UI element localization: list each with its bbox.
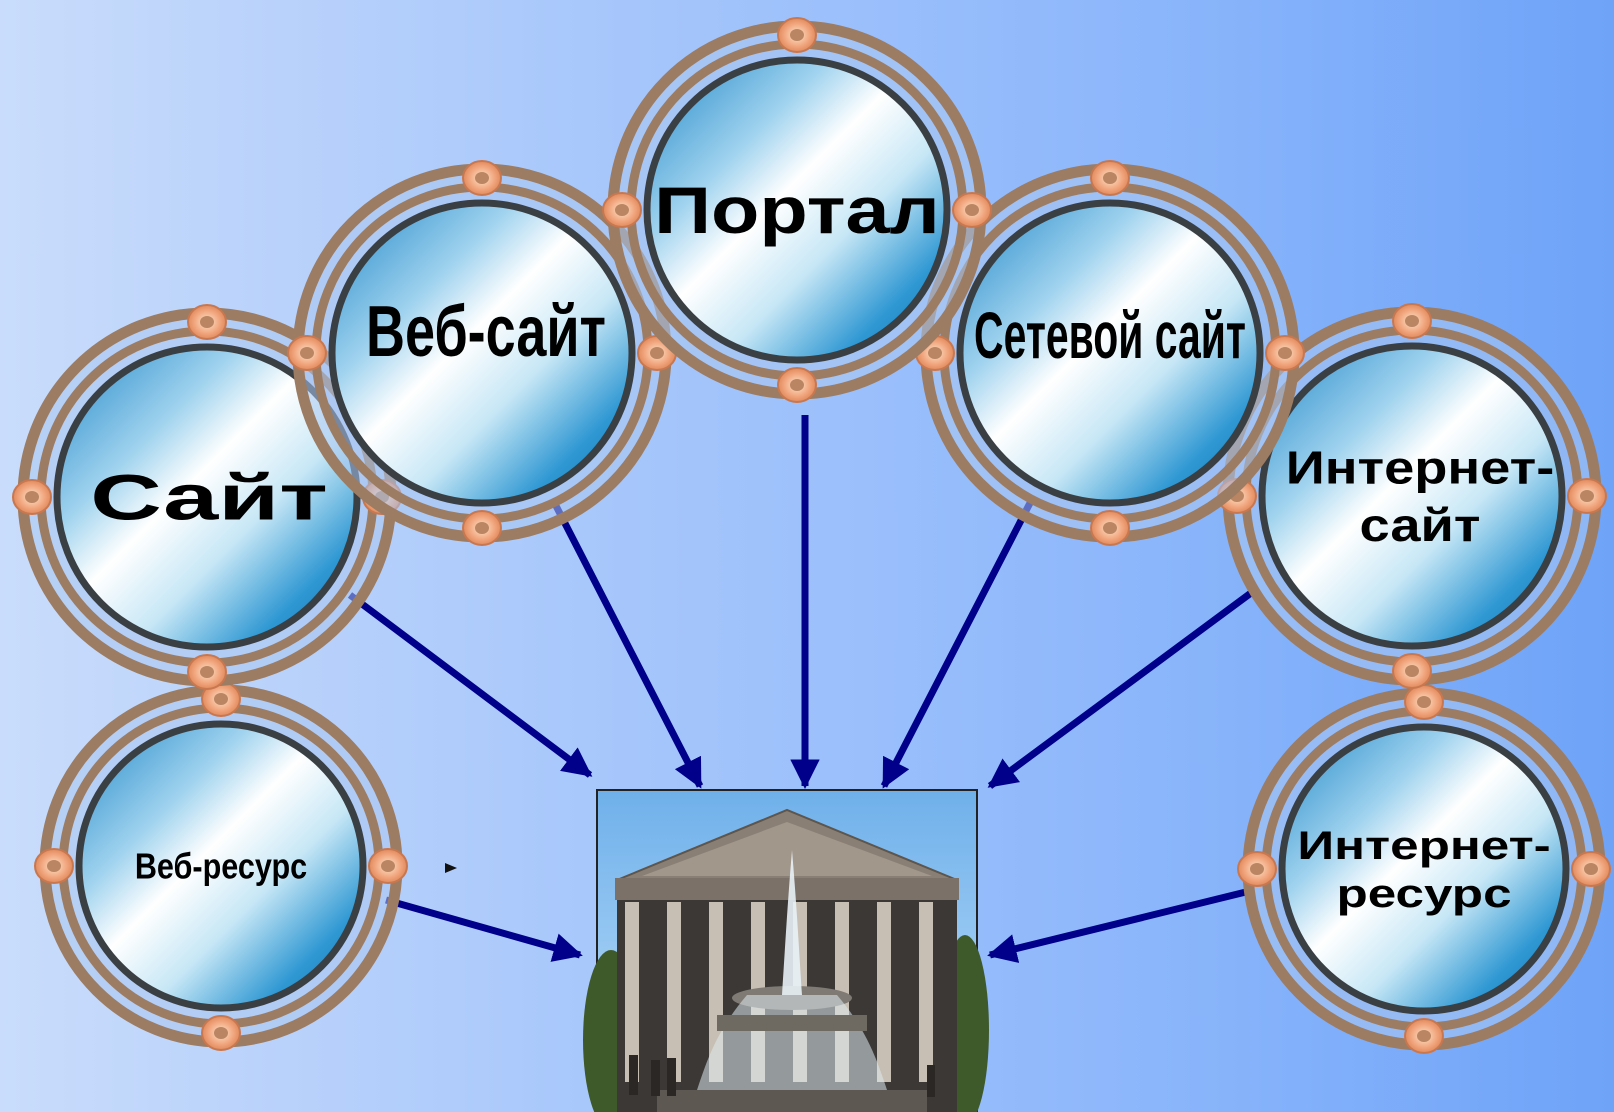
- node-label-line: сайт: [1360, 499, 1481, 551]
- bead-center: [475, 172, 489, 184]
- bead-center: [1103, 522, 1117, 534]
- nodes-group: Веб-ресурсСайтВеб-сайтИнтернет-ресурсИнт…: [12, 17, 1611, 1054]
- node-label-line: Веб-сайт: [366, 292, 606, 372]
- small-triangle-mark: [445, 863, 457, 873]
- node-label-line: ресурс: [1336, 870, 1511, 915]
- arrow-internet-resurs-to-photo: [987, 886, 1255, 963]
- bead-center: [790, 29, 804, 41]
- disc: [75, 720, 367, 1012]
- node-label-line: Веб-ресурс: [135, 847, 307, 887]
- node-veb-resurs: Веб-ресурс: [34, 681, 408, 1051]
- bead-center: [790, 379, 804, 391]
- arrow-internet-sait-to-photo: [987, 587, 1258, 789]
- bead-center: [1278, 347, 1292, 359]
- disc: [1278, 723, 1570, 1015]
- bead-center: [1103, 172, 1117, 184]
- node-label-line: Портал: [654, 174, 940, 247]
- node-label-line: Сетевой сайт: [974, 298, 1246, 373]
- bead-center: [928, 347, 942, 359]
- bead-center: [1580, 490, 1594, 502]
- node-internet-resurs: Интернет-ресурс: [1237, 684, 1611, 1054]
- node-internet-sait: Интернет-сайт: [1217, 303, 1607, 689]
- node-label-line: Интернет-: [1297, 822, 1550, 867]
- node-label: Интернет-сайт: [1286, 441, 1555, 551]
- bead-center: [965, 204, 979, 216]
- bead-center: [1405, 315, 1419, 327]
- arrow-setevoi-sait-to-photo: [880, 501, 1034, 789]
- bead-center: [300, 347, 314, 359]
- bead-center: [650, 347, 664, 359]
- bead-center: [1417, 1030, 1431, 1042]
- node-label-line: Интернет-: [1286, 441, 1555, 493]
- disc: [1258, 342, 1566, 650]
- bead-center: [1417, 696, 1431, 708]
- arrow-sait-to-photo: [347, 592, 593, 778]
- arrow-veb-sait-to-photo: [549, 498, 704, 789]
- node-label-line: Сайт: [90, 461, 328, 533]
- bead-center: [615, 204, 629, 216]
- node-label: Веб-ресурс: [135, 847, 307, 887]
- node-portal: Портал: [602, 17, 992, 403]
- node-setevoi-sait: Сетевой сайт: [915, 160, 1305, 546]
- disc: [53, 343, 361, 651]
- bead-center: [25, 491, 39, 503]
- node-label: Веб-сайт: [366, 292, 606, 372]
- disc: [956, 199, 1264, 507]
- bead-center: [200, 666, 214, 678]
- theatre-photo: [583, 789, 989, 1112]
- bead-center: [214, 693, 228, 705]
- bead-center: [475, 522, 489, 534]
- bead-center: [214, 1027, 228, 1039]
- arrows-group: [347, 415, 1258, 963]
- node-label: Сетевой сайт: [974, 298, 1246, 373]
- node-label: Портал: [654, 174, 940, 247]
- disc: [643, 56, 951, 364]
- bead-center: [47, 860, 61, 872]
- bead-center: [200, 316, 214, 328]
- node-label: Интернет-ресурс: [1297, 822, 1550, 915]
- disc: [328, 199, 636, 507]
- bead-center: [1405, 665, 1419, 677]
- bead-center: [1584, 863, 1598, 875]
- node-label: Сайт: [90, 461, 328, 533]
- node-veb-sait: Веб-сайт: [287, 160, 677, 546]
- bead-center: [1250, 863, 1264, 875]
- arrow-veb-resurs-to-photo: [385, 896, 583, 962]
- bead-center: [381, 860, 395, 872]
